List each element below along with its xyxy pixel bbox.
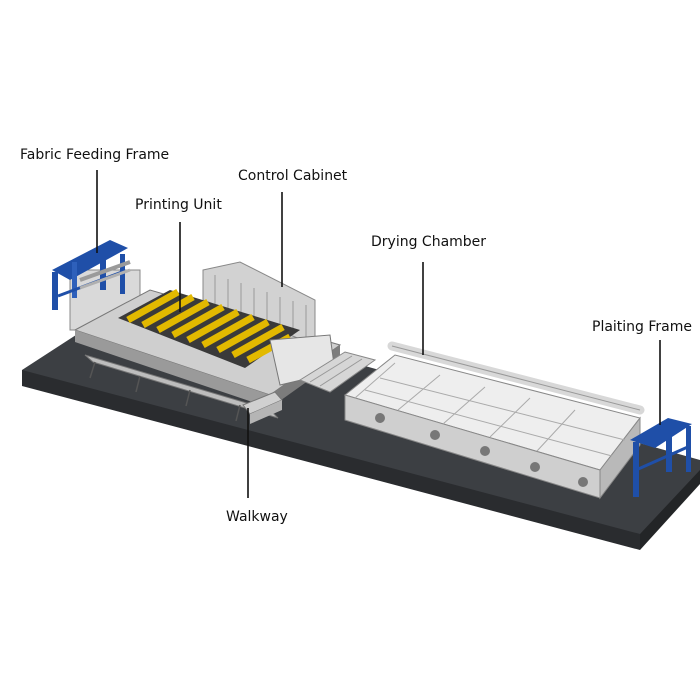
drying-chamber: [343, 341, 645, 500]
fabric-feeding-frame: [52, 240, 141, 331]
leader-lines: [96, 170, 661, 498]
label-fabric-feeding-frame: Fabric Feeding Frame: [20, 147, 170, 163]
label-walkway: Walkway: [226, 509, 288, 525]
label-printing-unit: Printing Unit: [135, 197, 222, 213]
label-drying-chamber: Drying Chamber: [371, 234, 487, 250]
plaiting-frame: [630, 418, 692, 497]
label-control-cabinet: Control Cabinet: [238, 168, 348, 184]
label-plaiting-frame: Plaiting Frame: [592, 319, 693, 335]
walkway: [84, 354, 283, 424]
conveyor: [298, 351, 377, 393]
